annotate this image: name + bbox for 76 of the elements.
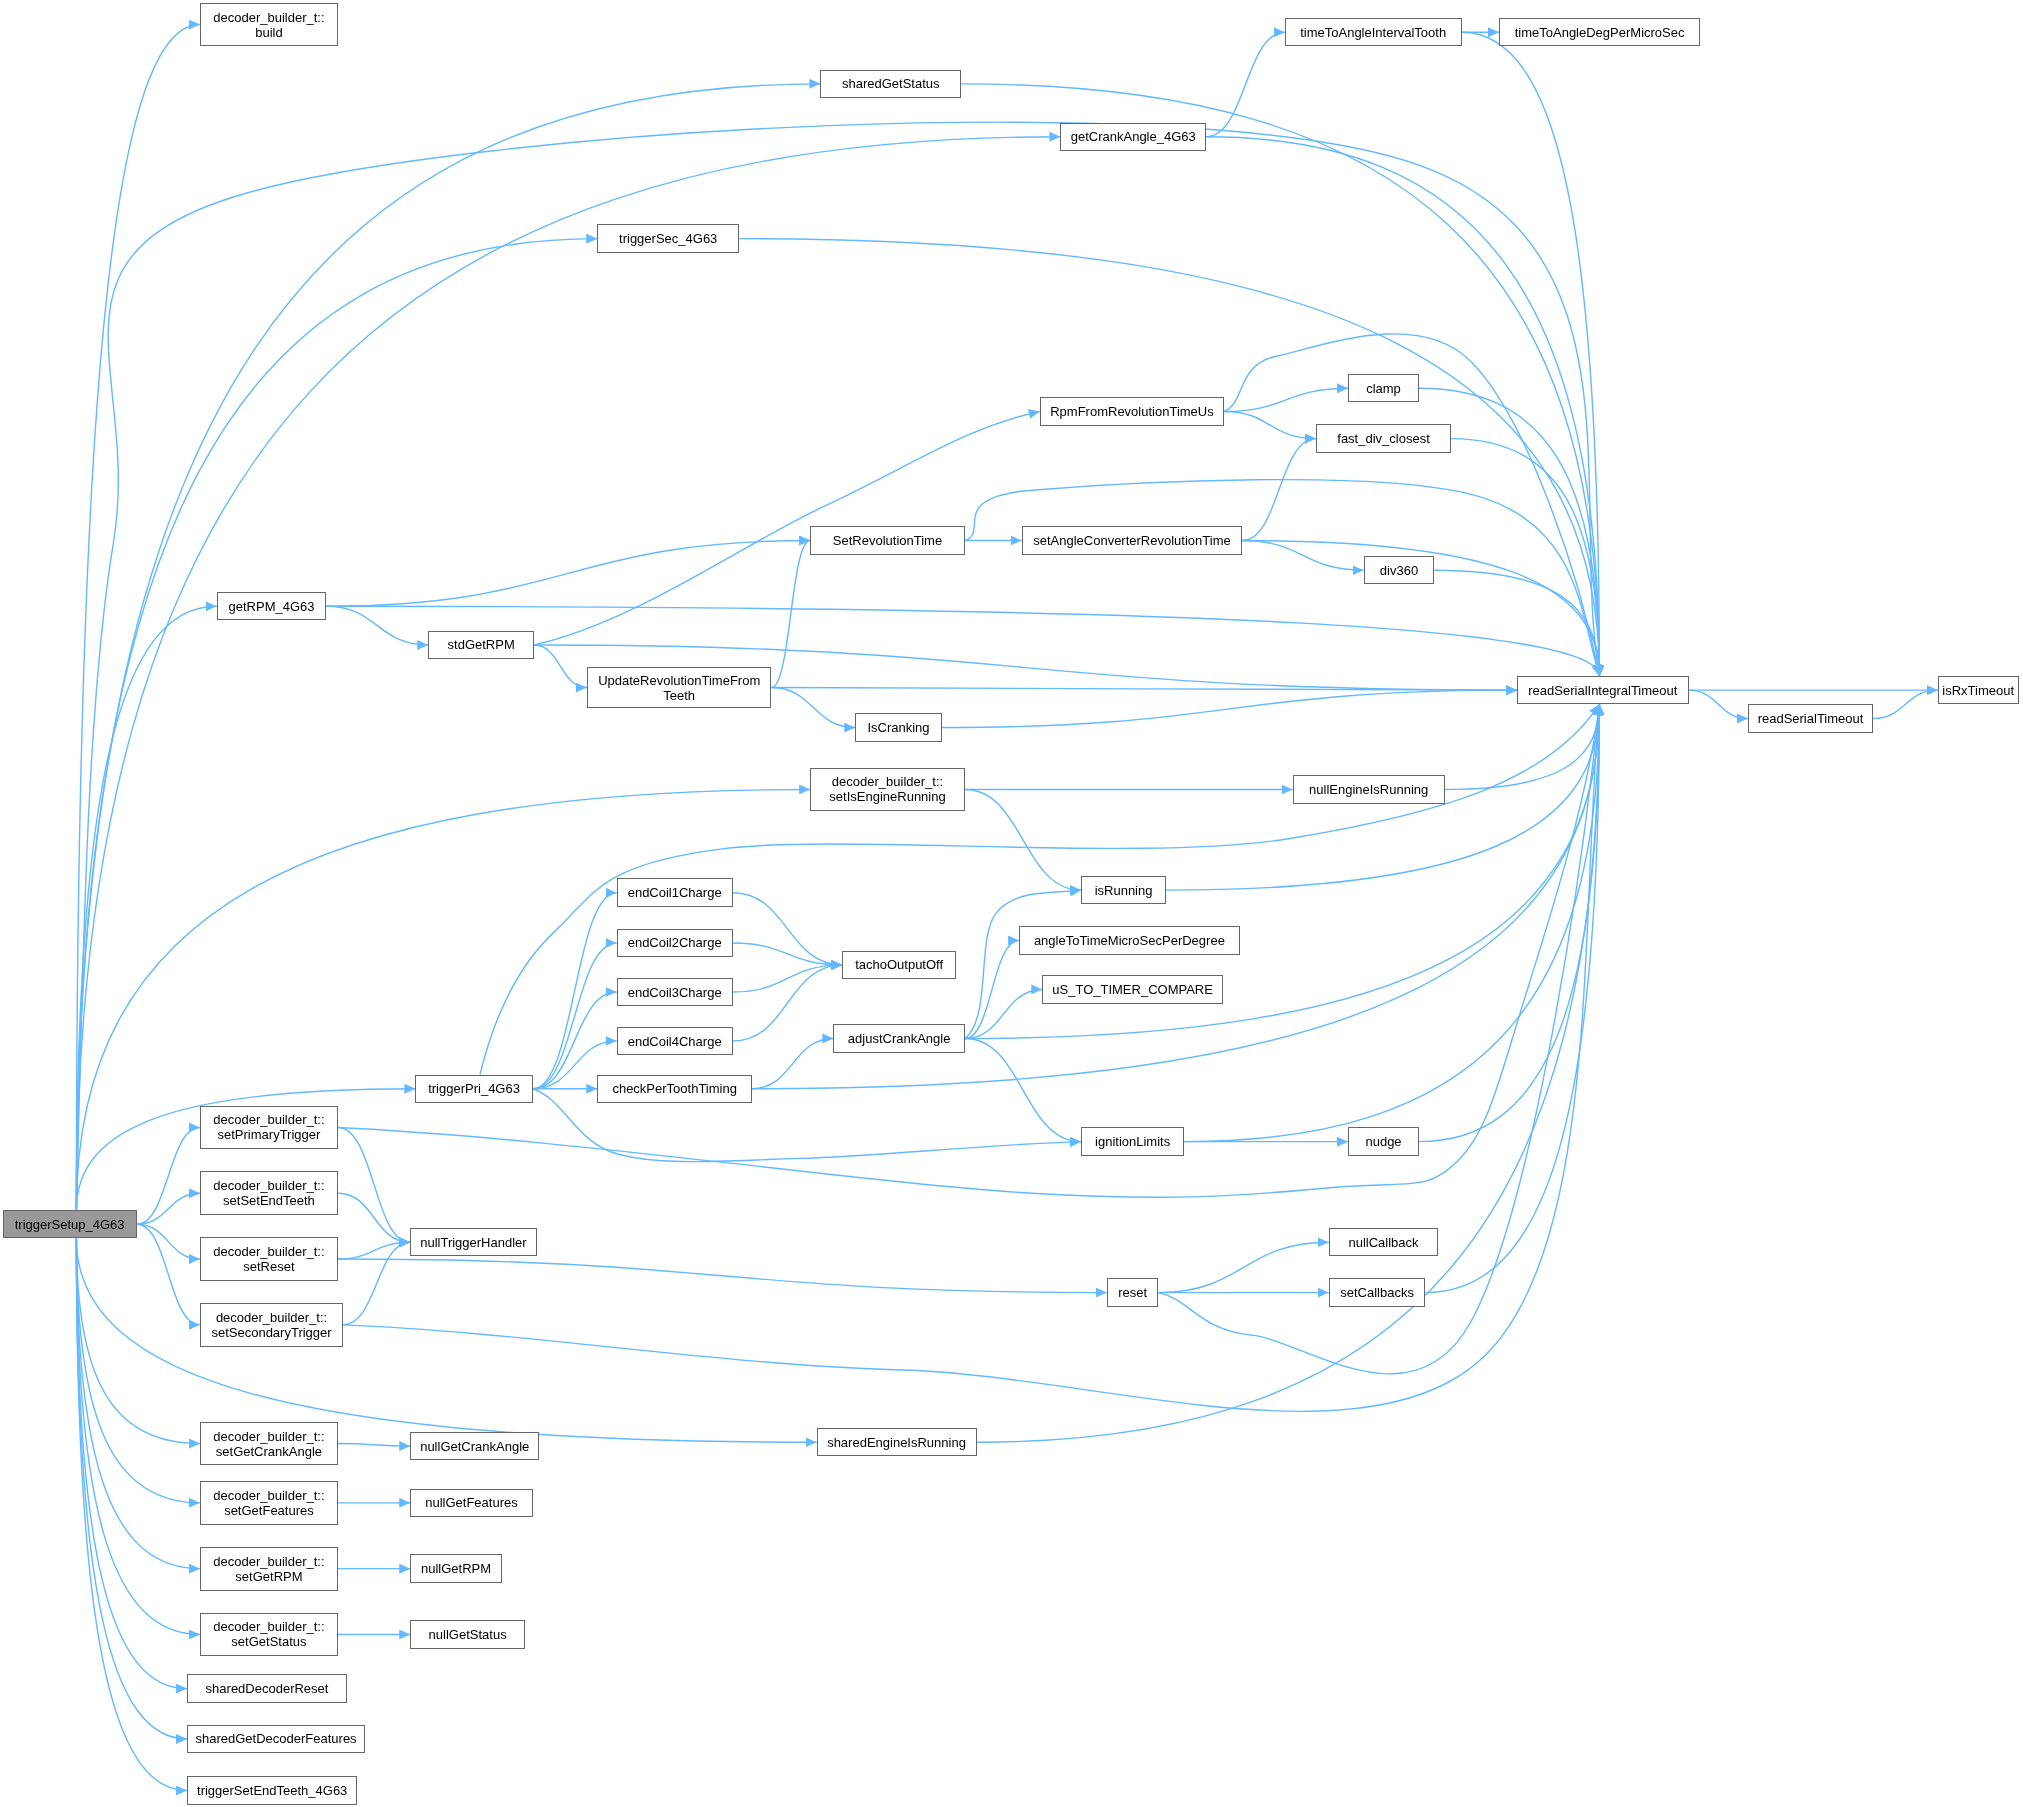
function-box: decoder_builder_t:: setGetStatus [199, 1612, 338, 1657]
function-box: decoder_builder_t:: setIsEngineRunning [810, 767, 965, 812]
call-arrow [964, 479, 1602, 677]
function-box: tachoOutputOff [842, 950, 956, 980]
function-box: nullGetRPM [410, 1554, 502, 1583]
function-box: decoder_builder_t:: setGetFeatures [199, 1480, 338, 1525]
function-box: isRunning [1081, 875, 1167, 905]
function-box: decoder_builder_t:: setGetRPM [199, 1546, 338, 1591]
call-arrow [533, 644, 588, 691]
function-box: timeToAngleDegPerMicroSec [1498, 18, 1701, 47]
function-box: sharedDecoderReset [187, 1674, 347, 1703]
function-box: sharedGetStatus [820, 69, 962, 99]
call-arrow [325, 605, 429, 650]
function-box: endCoil3Charge [616, 977, 733, 1007]
function-box: decoder_builder_t:: setGetCrankAngle [199, 1421, 338, 1466]
function-box: checkPerToothTiming [597, 1074, 753, 1103]
function-box: getCrankAngle_4G63 [1060, 122, 1207, 151]
function-box: UpdateRevolutionTimeFrom Teeth [586, 666, 772, 709]
function-box: nudge [1348, 1127, 1419, 1156]
call-arrow [975, 703, 1605, 1443]
function-box: sharedEngineIsRunning [816, 1428, 977, 1457]
function-box: sharedGetDecoderFeatures [187, 1724, 366, 1754]
function-box: decoder_builder_t:: setPrimaryTrigger [199, 1105, 338, 1150]
function-box: triggerSetEndTeeth_4G63 [187, 1776, 358, 1805]
function-box: nullGetFeatures [410, 1488, 533, 1518]
function-box: endCoil4Charge [616, 1026, 733, 1056]
call-arrow [770, 686, 856, 732]
call-arrow [964, 886, 1082, 1040]
call-arrow [1872, 686, 1939, 720]
call-arrow [136, 1189, 201, 1225]
function-box: fast_div_closest [1315, 424, 1452, 453]
call-arrow [337, 1563, 411, 1574]
function-box: adjustCrankAngle [833, 1024, 965, 1053]
call-arrow [337, 1629, 411, 1640]
function-box: triggerPri_4G63 [415, 1074, 533, 1103]
call-arrow [964, 938, 1020, 1040]
function-box: timeToAngleIntervalTooth [1284, 18, 1462, 47]
function-box: setAngleConverterRevolutionTime [1021, 526, 1243, 555]
function-box: nullCallback [1328, 1228, 1439, 1257]
function-box: angleToTimeMicroSecPerDegree [1019, 926, 1240, 955]
call-arrow [479, 703, 1601, 1076]
function-box: reset [1106, 1278, 1159, 1307]
function-box: clamp [1348, 374, 1419, 403]
call-arrow [337, 1258, 1108, 1298]
function-box: nullGetStatus [410, 1620, 525, 1649]
function-box: endCoil2Charge [616, 928, 733, 958]
function-box: readSerialTimeout [1747, 704, 1874, 733]
function-box: readSerialIntegralTimeout [1517, 675, 1689, 705]
function-box: nullTriggerHandler [410, 1228, 537, 1257]
selected-function-box: triggerSetup_4G63 [2, 1210, 137, 1239]
call-arrow [136, 1223, 201, 1327]
function-box: SetRevolutionTime [810, 526, 965, 555]
call-arrow [75, 1083, 417, 1211]
call-arrow [337, 1441, 411, 1451]
function-box: decoder_builder_t:: setSetEndTeeth [199, 1171, 338, 1216]
function-box: stdGetRPM [428, 630, 535, 660]
function-box: RpmFromRevolutionTimeUs [1039, 397, 1225, 426]
call-arrow [770, 539, 811, 689]
function-box: nullEngineIsRunning [1292, 775, 1445, 804]
function-box: isRxTimeout [1937, 675, 2019, 705]
function-box: triggerSec_4G63 [597, 224, 740, 253]
function-box: div360 [1363, 556, 1435, 585]
function-box: IsCranking [855, 713, 942, 742]
function-box: endCoil1Charge [616, 878, 733, 907]
function-box: uS_TO_TIMER_COMPARE [1042, 975, 1223, 1004]
call-arrow [337, 1497, 411, 1508]
function-box: decoder_builder_t:: setSecondaryTrigger [199, 1302, 344, 1347]
function-box: nullGetCrankAngle [410, 1431, 540, 1461]
call-arrow [1433, 569, 1604, 677]
function-box: decoder_builder_t:: setReset [199, 1237, 338, 1281]
function-box: ignitionLimits [1081, 1127, 1185, 1156]
function-box: getRPM_4G63 [216, 592, 327, 621]
call-arrow [964, 535, 1023, 546]
function-box: setCallbacks [1328, 1278, 1426, 1307]
call-arrow [941, 685, 1518, 729]
function-box: decoder_builder_t:: build [199, 2, 338, 47]
